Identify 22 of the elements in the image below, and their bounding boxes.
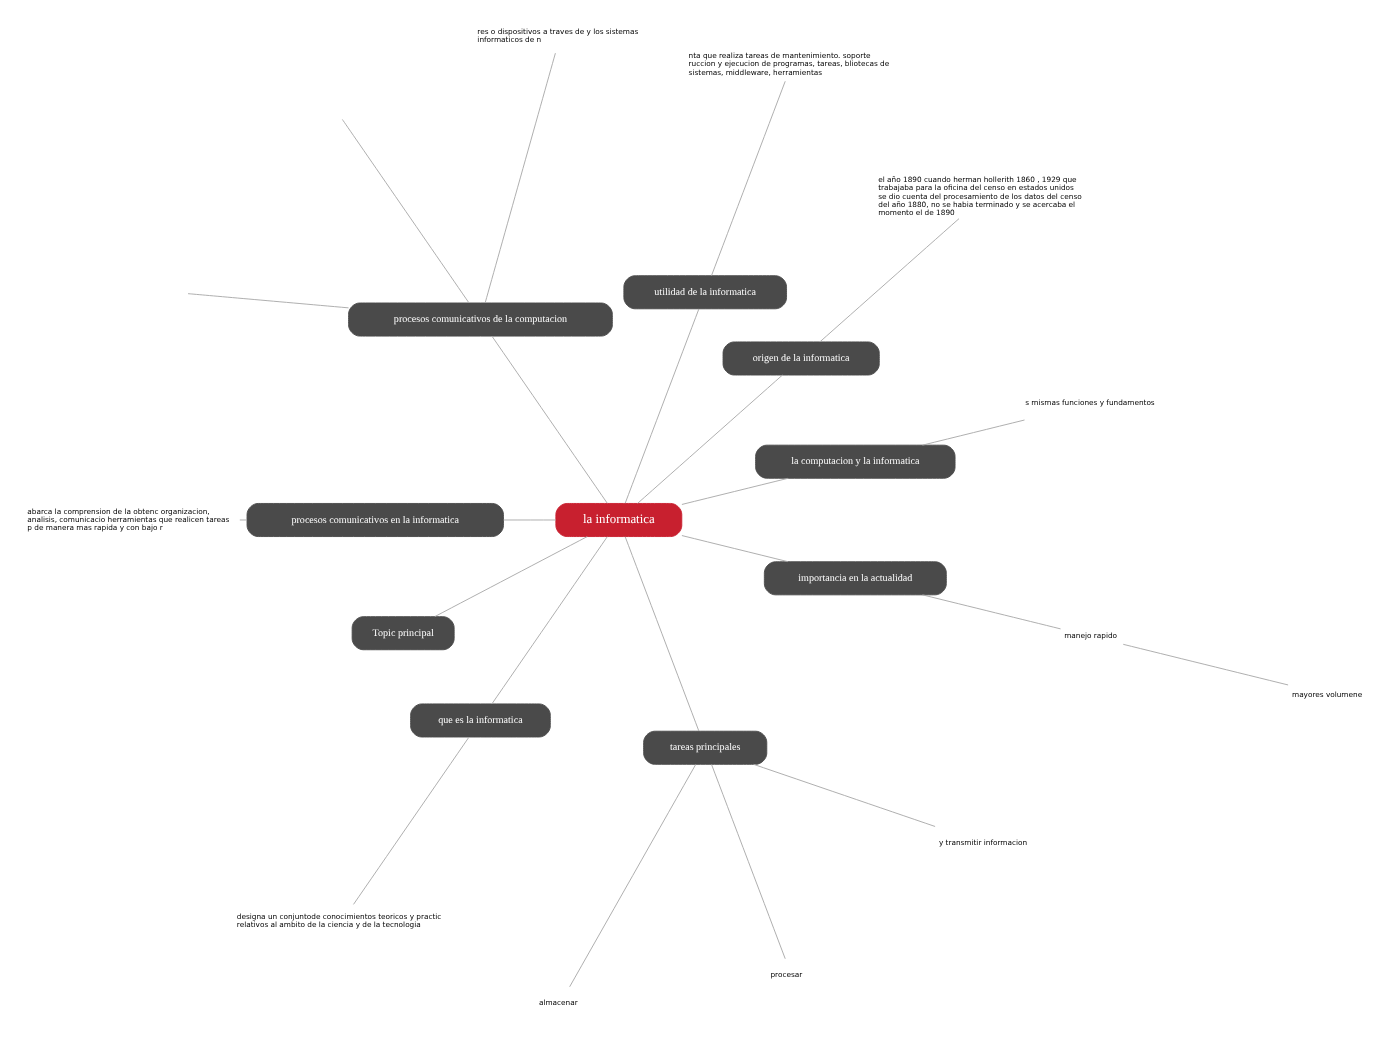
connector bbox=[922, 419, 1025, 446]
connector bbox=[1122, 643, 1289, 686]
connector bbox=[353, 736, 470, 905]
connector bbox=[491, 335, 608, 504]
connector bbox=[711, 80, 786, 276]
connector bbox=[681, 535, 789, 563]
connector bbox=[491, 536, 608, 705]
connector bbox=[239, 519, 248, 521]
connector bbox=[569, 764, 697, 988]
connector bbox=[681, 477, 789, 505]
connector bbox=[187, 293, 349, 309]
connector bbox=[434, 536, 588, 618]
connector bbox=[637, 374, 783, 504]
connector bbox=[503, 519, 557, 521]
connector bbox=[711, 764, 786, 960]
connector bbox=[624, 308, 700, 504]
connector bbox=[753, 763, 936, 827]
connector bbox=[922, 594, 1062, 630]
connector bbox=[341, 119, 470, 304]
connector bbox=[624, 536, 700, 732]
connector bbox=[819, 218, 960, 343]
connector bbox=[484, 52, 556, 304]
